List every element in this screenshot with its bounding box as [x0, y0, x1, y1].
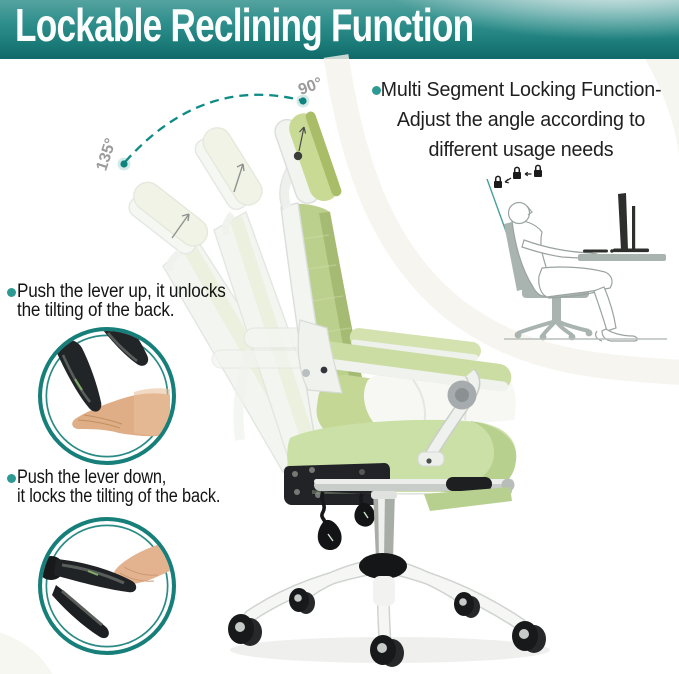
svg-text:135°: 135°: [94, 136, 120, 173]
svg-text:90°: 90°: [296, 75, 325, 99]
